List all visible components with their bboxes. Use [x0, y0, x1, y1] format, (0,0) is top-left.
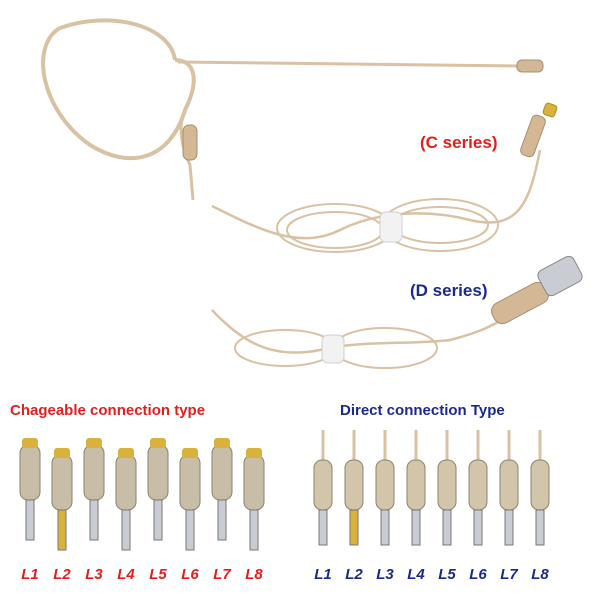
changeable-label-l5: L5 — [149, 566, 167, 583]
d-series-coil-right — [332, 327, 438, 369]
changeable-label-l2: L2 — [53, 566, 71, 583]
boom-arm — [177, 60, 521, 68]
c-series-tie — [379, 211, 403, 243]
d-series-tie — [321, 334, 345, 364]
d-series-connector-body — [491, 281, 549, 325]
direct-connector-l2 — [344, 430, 364, 546]
changeable-label-l3: L3 — [85, 566, 103, 583]
mic-capsule — [516, 59, 544, 73]
changeable-connector-l3 — [83, 438, 105, 541]
changeable-label-l6: L6 — [181, 566, 199, 583]
d-series-cable — [211, 309, 511, 354]
direct-label-l6: L6 — [469, 566, 487, 583]
changeable-connector-l2 — [51, 448, 73, 551]
changeable-title: Chageable connection type — [10, 402, 206, 419]
direct-label-l5: L5 — [438, 566, 456, 583]
direct-connector-l3 — [375, 430, 395, 546]
cable-top-down — [179, 111, 195, 201]
direct-connector-l8 — [530, 430, 550, 546]
c-series-cable — [211, 149, 542, 240]
changeable-connector-l4 — [115, 448, 137, 551]
changeable-connectors — [19, 438, 265, 551]
direct-connector-l4 — [406, 430, 426, 546]
changeable-label-l1: L1 — [21, 566, 39, 583]
direct-connectors — [313, 430, 550, 546]
direct-label-l2: L2 — [345, 566, 363, 583]
changeable-connector-l5 — [147, 438, 169, 541]
direct-label-l4: L4 — [407, 566, 425, 583]
c-series-connector — [520, 114, 546, 158]
changeable-connector-l8 — [243, 448, 265, 551]
direct-title: Direct connection Type — [340, 402, 505, 419]
d-series-coil-left — [234, 329, 336, 367]
changeable-label-l7: L7 — [213, 566, 231, 583]
changeable-connector-l6 — [179, 448, 201, 551]
earhook-loop — [41, 26, 196, 161]
changeable-connector-l7 — [211, 438, 233, 541]
direct-label-l7: L7 — [500, 566, 518, 583]
direct-connector-l5 — [437, 430, 457, 546]
earhook-top — [59, 18, 177, 61]
direct-connector-l1 — [313, 430, 333, 546]
c-series-label: (C series) — [420, 133, 498, 152]
d-series-connector-head — [537, 255, 583, 297]
direct-connector-l7 — [499, 430, 519, 546]
changeable-connector-l1 — [19, 438, 41, 541]
direct-label-l1: L1 — [314, 566, 332, 583]
direct-connector-l6 — [468, 430, 488, 546]
direct-label-l3: L3 — [376, 566, 394, 583]
direct-label-l8: L8 — [531, 566, 549, 583]
changeable-label-l8: L8 — [245, 566, 263, 583]
d-series-label: (D series) — [410, 281, 488, 300]
changeable-label-l4: L4 — [117, 566, 135, 583]
cable-adjuster — [182, 124, 198, 161]
